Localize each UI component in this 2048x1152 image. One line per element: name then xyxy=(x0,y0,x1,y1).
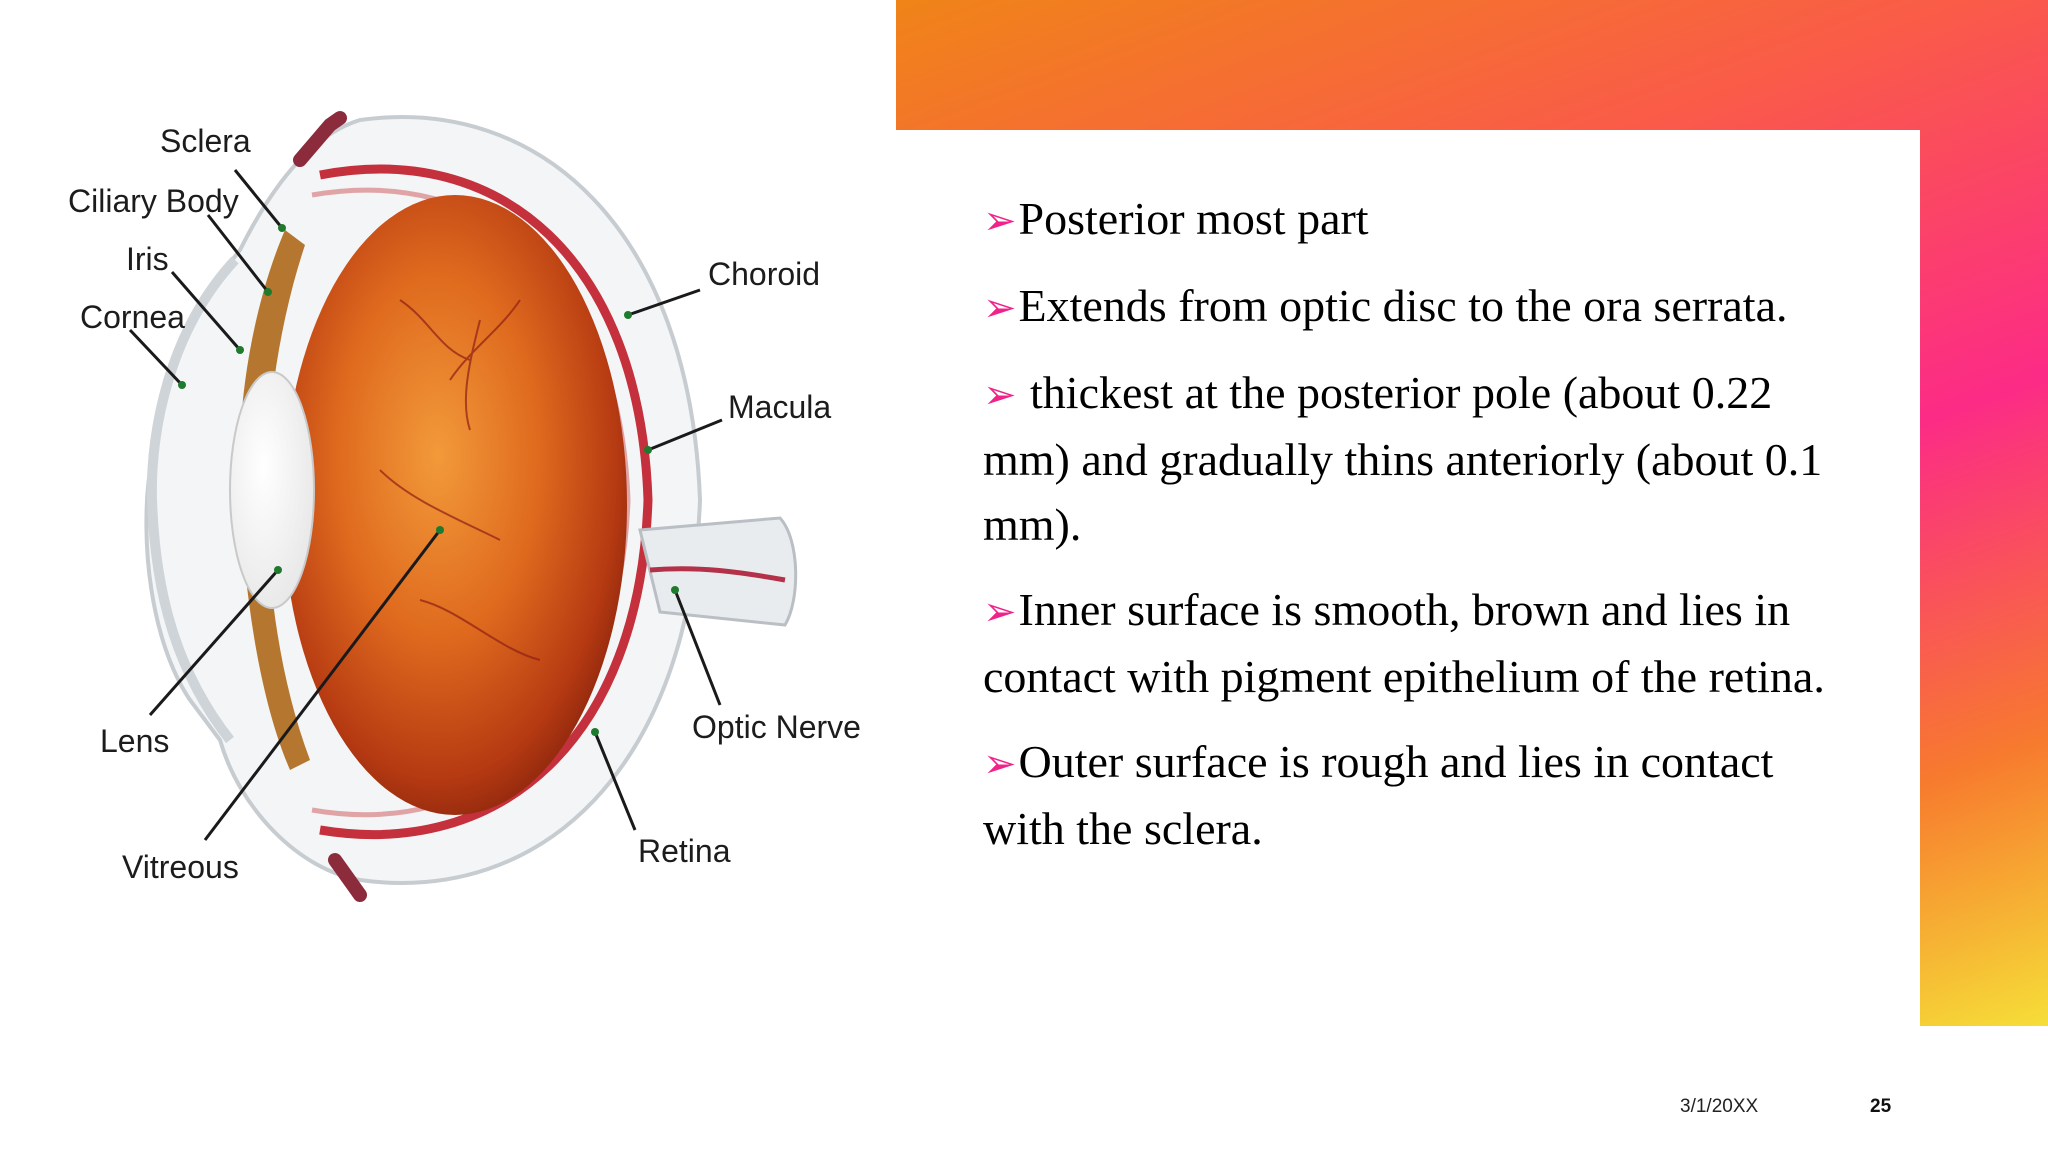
bullet-item: ➢Extends from optic disc to the ora serr… xyxy=(983,280,1788,331)
choroid-layer xyxy=(319,164,653,839)
arrow-bullet-icon: ➢ xyxy=(983,198,1017,243)
arrow-bullet-icon: ➢ xyxy=(983,741,1017,786)
leader-lines xyxy=(128,169,723,841)
label-iris: Iris xyxy=(126,241,169,277)
bullet-item: ➢Inner surface is smooth, brown and lies… xyxy=(983,584,1825,702)
slide-number: 25 xyxy=(1870,1096,1892,1117)
label-retina: Retina xyxy=(638,833,731,869)
retinal-vessels xyxy=(379,299,541,661)
content-card xyxy=(896,130,1920,1152)
label-optic-nerve: Optic Nerve xyxy=(692,709,861,745)
bullet-list: ➢Posterior most part ➢Extends from optic… xyxy=(983,186,1863,881)
bullet-item: ➢Posterior most part xyxy=(983,193,1369,244)
optic-nerve-shape xyxy=(638,516,798,627)
lens-shape xyxy=(229,371,315,609)
arrow-bullet-icon: ➢ xyxy=(983,589,1017,634)
label-lens: Lens xyxy=(100,723,169,759)
bullet-item: ➢ thickest at the posterior pole (about … xyxy=(983,367,1823,550)
vitreous-body xyxy=(283,195,627,815)
label-macula: Macula xyxy=(728,389,831,425)
label-vitreous: Vitreous xyxy=(122,849,239,885)
leader-arrowheads xyxy=(178,224,679,736)
label-sclera: Sclera xyxy=(160,123,251,159)
arrow-bullet-icon: ➢ xyxy=(983,285,1017,330)
footer-date: 3/1/20XX xyxy=(1680,1096,1759,1117)
label-choroid: Choroid xyxy=(708,256,820,292)
bullet-item: ➢Outer surface is rough and lies in cont… xyxy=(983,736,1774,854)
label-ciliary-body: Ciliary Body xyxy=(68,183,239,219)
arrow-bullet-icon: ➢ xyxy=(983,372,1017,417)
label-cornea: Cornea xyxy=(80,299,185,335)
eye-anatomy-diagram: Sclera Ciliary Body Iris Cornea Lens Vit… xyxy=(68,111,861,902)
iris-ciliary xyxy=(239,230,310,770)
